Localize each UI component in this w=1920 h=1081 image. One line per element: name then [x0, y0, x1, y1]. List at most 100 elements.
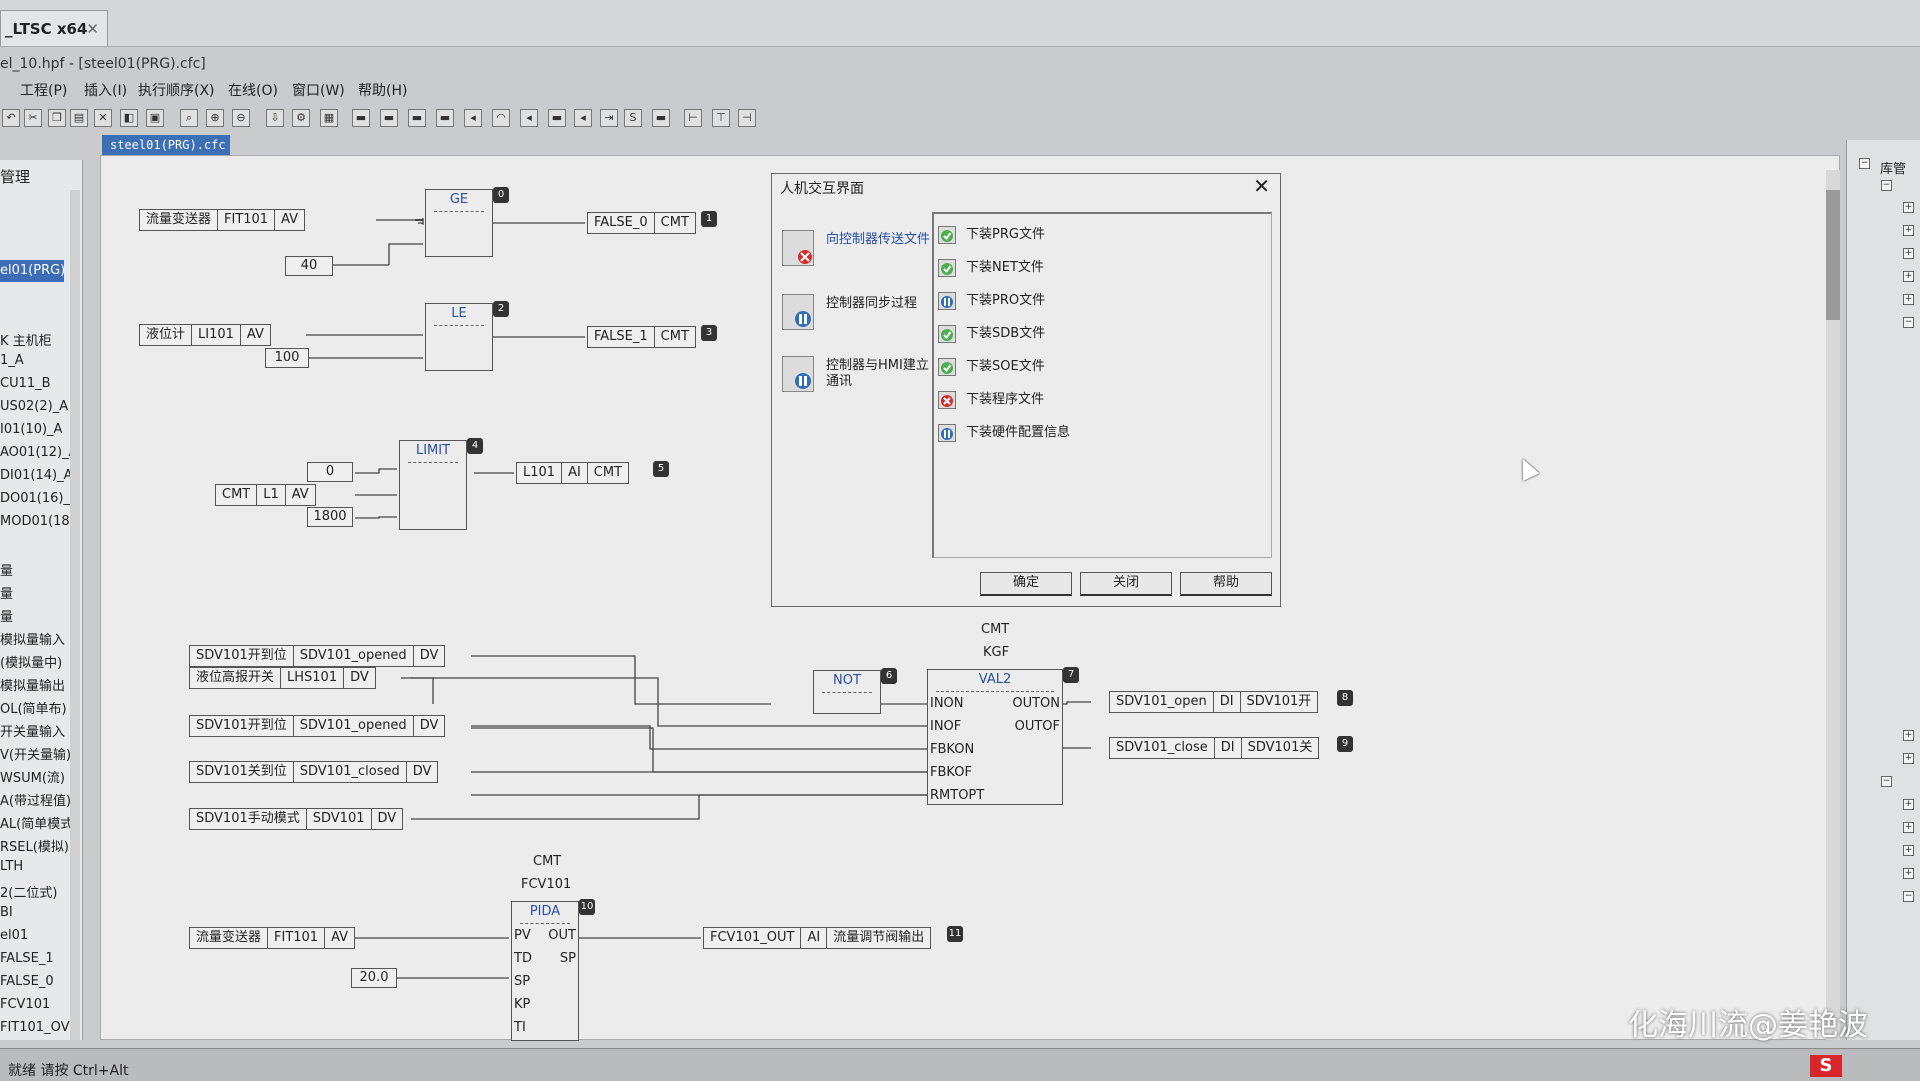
left-scrollbar[interactable]: [70, 190, 80, 1040]
tree-item[interactable]: CU11_B: [0, 376, 51, 391]
align-icon[interactable]: ▬: [548, 109, 566, 127]
align-icon[interactable]: ◂: [574, 109, 592, 127]
input-tag[interactable]: 液位高报开关 LHS101 DV: [189, 667, 376, 689]
tree-item-selected[interactable]: el01(PRG): [0, 260, 65, 282]
download-icon[interactable]: ⇩: [266, 109, 284, 127]
tree-expand-icon[interactable]: +: [1903, 753, 1914, 764]
const-input[interactable]: 40: [285, 256, 333, 276]
monitor-icon[interactable]: ▦: [320, 109, 338, 127]
zoom-out-icon[interactable]: ⊖: [232, 109, 250, 127]
align-icon[interactable]: ◠: [492, 109, 510, 127]
pida-block[interactable]: PIDA PV TD SP KP TI OUT SP: [511, 901, 579, 1041]
le-block[interactable]: LE: [425, 303, 493, 371]
display-icon[interactable]: ▣: [146, 109, 164, 127]
app-tab[interactable]: _LTSC x64 ✕: [0, 10, 108, 46]
align-center-icon[interactable]: ⊤: [712, 109, 730, 127]
tree-expand-icon[interactable]: +: [1903, 868, 1914, 879]
tree-item[interactable]: A(带过程值): [0, 794, 72, 809]
const-input[interactable]: 1800: [307, 507, 353, 527]
tree-expand-icon[interactable]: −: [1881, 180, 1892, 191]
tree-expand-icon[interactable]: +: [1903, 730, 1914, 741]
tree-item[interactable]: (模拟量中): [0, 656, 63, 671]
tree-item[interactable]: FALSE_1: [0, 951, 54, 966]
not-block[interactable]: NOT: [813, 670, 881, 714]
tree-expand-icon[interactable]: +: [1903, 248, 1914, 259]
tree-item[interactable]: 模拟量输入: [0, 633, 66, 648]
input-tag[interactable]: CMT L1 AV: [215, 484, 316, 506]
close-icon[interactable]: ✕: [1253, 174, 1270, 198]
input-tag[interactable]: 流量变送器 FIT101 AV: [189, 927, 356, 949]
input-tag[interactable]: 液位计 LI101 AV: [139, 324, 271, 346]
tree-item[interactable]: 量: [0, 610, 14, 625]
tree-expand-icon[interactable]: −: [1903, 317, 1914, 328]
ok-button[interactable]: 确定: [980, 572, 1072, 596]
output-tag[interactable]: FALSE_0 CMT: [587, 212, 696, 234]
output-tag[interactable]: L101 AI CMT: [516, 462, 630, 484]
tree-item[interactable]: FCV101: [0, 997, 51, 1012]
tree-item[interactable]: FALSE_0: [0, 974, 54, 989]
tree-item[interactable]: DI01(14)_A: [0, 468, 73, 483]
tree-item[interactable]: 1_A: [0, 353, 24, 368]
tree-item[interactable]: AO01(12)_A: [0, 445, 78, 460]
output-tag[interactable]: FALSE_1 CMT: [587, 326, 696, 348]
document-tab[interactable]: steel01(PRG).cfc: [102, 135, 230, 155]
tree-item[interactable]: OL(简单布): [0, 702, 67, 717]
tree-item[interactable]: I01(10)_A: [0, 422, 63, 437]
input-tag[interactable]: SDV101关到位 SDV101_closed DV: [189, 761, 439, 783]
tree-item[interactable]: 模拟量输出: [0, 679, 66, 694]
input-tag[interactable]: SDV101开到位 SDV101_opened DV: [189, 715, 446, 737]
align-icon[interactable]: ▬: [652, 109, 670, 127]
tree-expand-icon[interactable]: +: [1903, 202, 1914, 213]
tree-item[interactable]: AL(简单模式): [0, 817, 79, 832]
tree-expand-icon[interactable]: −: [1903, 891, 1914, 902]
tree-item[interactable]: LTH: [0, 859, 24, 874]
cut-icon[interactable]: ✂: [24, 109, 42, 127]
menu-project[interactable]: 工程(P): [20, 83, 68, 99]
output-tag[interactable]: SDV101_open DI SDV101开: [1109, 691, 1319, 713]
copy-icon[interactable]: ❐: [48, 109, 66, 127]
input-method-logo[interactable]: S: [1810, 1055, 1842, 1077]
align-left-icon[interactable]: ⊢: [684, 109, 702, 127]
scrollbar-thumb[interactable]: [1826, 190, 1840, 320]
tree-item[interactable]: 量: [0, 564, 14, 579]
menu-window[interactable]: 窗口(W): [292, 83, 345, 99]
tree-item[interactable]: FIT101_OV: [0, 1020, 70, 1035]
zoom-fit-icon[interactable]: ⌕: [180, 109, 198, 127]
preview-icon[interactable]: ◧: [120, 109, 138, 127]
input-tag[interactable]: 流量变送器 FIT101 AV: [139, 209, 306, 231]
align-right-icon[interactable]: ⊣: [738, 109, 756, 127]
menu-exec-order[interactable]: 执行顺序(X): [138, 83, 215, 99]
limit-block[interactable]: LIMIT: [399, 440, 467, 530]
align-icon[interactable]: ◂: [520, 109, 538, 127]
align-icon[interactable]: ◂: [464, 109, 482, 127]
const-input[interactable]: 0: [307, 462, 353, 482]
align-icon[interactable]: ▬: [380, 109, 398, 127]
delete-icon[interactable]: ✕: [94, 109, 112, 127]
ge-block[interactable]: GE: [425, 189, 493, 257]
close-button[interactable]: 关闭: [1080, 572, 1172, 596]
tree-item[interactable]: RSEL(模拟): [0, 840, 69, 855]
menu-help[interactable]: 帮助(H): [358, 83, 408, 99]
output-tag[interactable]: SDV101_close DI SDV101关: [1109, 737, 1320, 759]
close-icon[interactable]: ✕: [86, 20, 99, 38]
tree-item[interactable]: 量: [0, 587, 14, 602]
canvas-scrollbar[interactable]: [1826, 170, 1840, 1040]
align-icon[interactable]: ▬: [352, 109, 370, 127]
tree-item[interactable]: V(开关量输): [0, 748, 72, 763]
tree-expand-icon[interactable]: +: [1903, 225, 1914, 236]
tree-item[interactable]: 2(二位式): [0, 886, 58, 901]
align-icon[interactable]: ▬: [436, 109, 454, 127]
help-button[interactable]: 帮助: [1180, 572, 1272, 596]
tree-item[interactable]: MOD01(18): [0, 514, 75, 529]
zoom-in-icon[interactable]: ⊕: [206, 109, 224, 127]
tree-expand-icon[interactable]: +: [1903, 294, 1914, 305]
tree-item[interactable]: BI: [0, 905, 13, 920]
val2-block[interactable]: VAL2 INON INOF FBKON FBKOF RMTOPT OUTON …: [927, 669, 1063, 805]
menu-online[interactable]: 在线(O): [228, 83, 278, 99]
tree-item[interactable]: US02(2)_A: [0, 399, 69, 414]
undo-icon[interactable]: ↶: [2, 109, 20, 127]
sort-icon[interactable]: S: [624, 109, 642, 127]
input-tag[interactable]: SDV101手动模式 SDV101 DV: [189, 808, 404, 830]
paste-icon[interactable]: ▤: [70, 109, 88, 127]
tree-item[interactable]: 开关量输入: [0, 725, 66, 740]
